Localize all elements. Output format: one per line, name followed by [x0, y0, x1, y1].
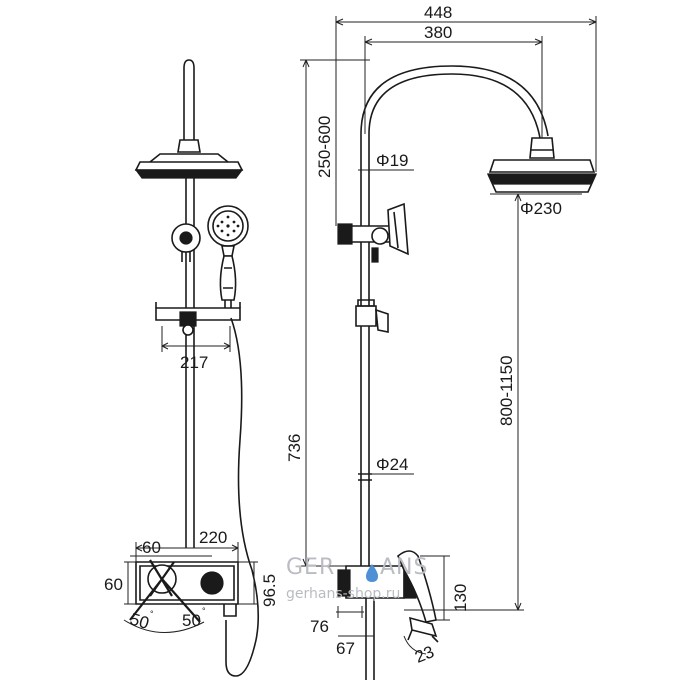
front-diverter-stem	[181, 252, 191, 262]
dim-220-arrows	[135, 544, 239, 552]
side-mixer-nut	[337, 569, 351, 597]
front-shower-head	[134, 161, 244, 171]
side-view: 448 380 250-600 Φ19 Φ230 800-1150 736 Φ2…	[285, 3, 598, 680]
hand-shower-neck	[221, 245, 235, 257]
dim-23-arc	[403, 635, 427, 655]
dim-250-600-label: 250-600	[315, 116, 334, 178]
side-spout-tip	[407, 629, 439, 643]
side-mixer-handle	[397, 550, 437, 623]
side-diverter-nut	[337, 223, 353, 245]
front-mixer-panel	[139, 565, 235, 601]
dim-220-label: 220	[199, 528, 227, 547]
dim-217-arrows	[161, 342, 231, 350]
dim-67-label: 67	[336, 639, 355, 658]
dim-76-label: 76	[310, 617, 329, 636]
side-holder-hook-detail	[393, 211, 399, 249]
dim-phi230-label: Φ230	[520, 199, 562, 218]
watermark-brand-left: GER	[286, 555, 335, 580]
dim-250-600-lines	[330, 59, 370, 226]
watermark-brand-right: ANS	[380, 555, 428, 580]
side-arm-outer	[360, 65, 549, 137]
side-holder-hook	[387, 202, 409, 256]
front-mixer-outlet	[223, 604, 237, 617]
front-top-pipe	[183, 59, 195, 140]
dim-76-lines	[336, 606, 364, 618]
dim-217-label: 217	[180, 353, 208, 372]
dim-130-lines	[420, 555, 450, 621]
side-head-neck	[529, 137, 555, 159]
dim-23-label: 23	[412, 642, 437, 667]
slide-bar-clamp	[179, 311, 197, 327]
dim-130-label: 130	[451, 584, 470, 612]
side-diverter-knob	[371, 227, 389, 245]
dim-60v-label: 60	[104, 575, 123, 594]
dim-736-label: 736	[285, 434, 304, 462]
watermark-drop-icon	[366, 564, 378, 582]
dim-800-1150-arrows	[514, 193, 522, 611]
dim-800-1150-label: 800-1150	[497, 355, 516, 426]
hand-shower-hose	[225, 317, 260, 677]
side-diverter-drop	[371, 247, 379, 263]
dim-448-label: 448	[424, 3, 452, 22]
slide-bar	[155, 307, 241, 321]
angle-right-label: 50	[182, 611, 201, 630]
side-column	[360, 134, 370, 566]
hand-shower-handle-lines	[223, 267, 233, 289]
watermark-url: gerhans-shop.ru	[286, 586, 400, 602]
side-pipe-joint	[358, 473, 372, 481]
cross-handle-rotation-arc	[123, 619, 205, 633]
hand-shower-nozzles	[216, 215, 240, 237]
dim-60v-lines	[124, 561, 136, 605]
front-head-neck	[177, 139, 201, 153]
dim-phi19-label: Φ19	[376, 151, 408, 170]
angle-right-degree: °	[202, 606, 206, 616]
side-slide-lever	[375, 308, 389, 333]
angle-left-label: 50	[128, 609, 151, 632]
hand-shower-handle	[219, 255, 237, 301]
dim-217-lines	[161, 326, 231, 352]
slide-bar-end	[155, 302, 241, 308]
side-shower-head-base	[486, 173, 598, 185]
side-slide-cap	[357, 299, 375, 307]
dim-380-label: 380	[424, 23, 452, 42]
slide-bar-knob	[182, 324, 194, 336]
watermark: GER ANS gerhans-shop.ru	[286, 555, 428, 602]
dim-736-arrows	[302, 59, 310, 567]
dim-96-5-label: 96.5	[260, 574, 279, 607]
cross-handle-arms	[129, 559, 201, 623]
front-diverter-knob	[179, 231, 193, 245]
side-shower-head-front	[487, 173, 597, 193]
dim-96-5-lines	[238, 561, 258, 605]
dim-380-arrows	[364, 38, 543, 46]
front-head-top	[149, 153, 229, 163]
dim-800-1150-lines	[404, 194, 524, 611]
dim-220-lines	[135, 542, 239, 562]
front-view: 217 220 60 60 96.5 50 ° 50 °	[104, 59, 279, 677]
side-shower-head	[488, 159, 596, 173]
side-spout	[409, 616, 438, 638]
angle-left-degree: °	[150, 609, 154, 619]
front-mixer-knob	[200, 571, 224, 595]
dim-448-arrows	[335, 18, 597, 26]
side-outlet-stem	[365, 598, 375, 680]
front-shower-head-base	[134, 169, 244, 179]
dim-phi24-label: Φ24	[376, 455, 408, 474]
dim-380-lines	[364, 36, 543, 138]
side-slide-clamp	[355, 305, 377, 327]
side-arm-inner	[368, 73, 541, 139]
dim-60h-label: 60	[142, 538, 161, 557]
